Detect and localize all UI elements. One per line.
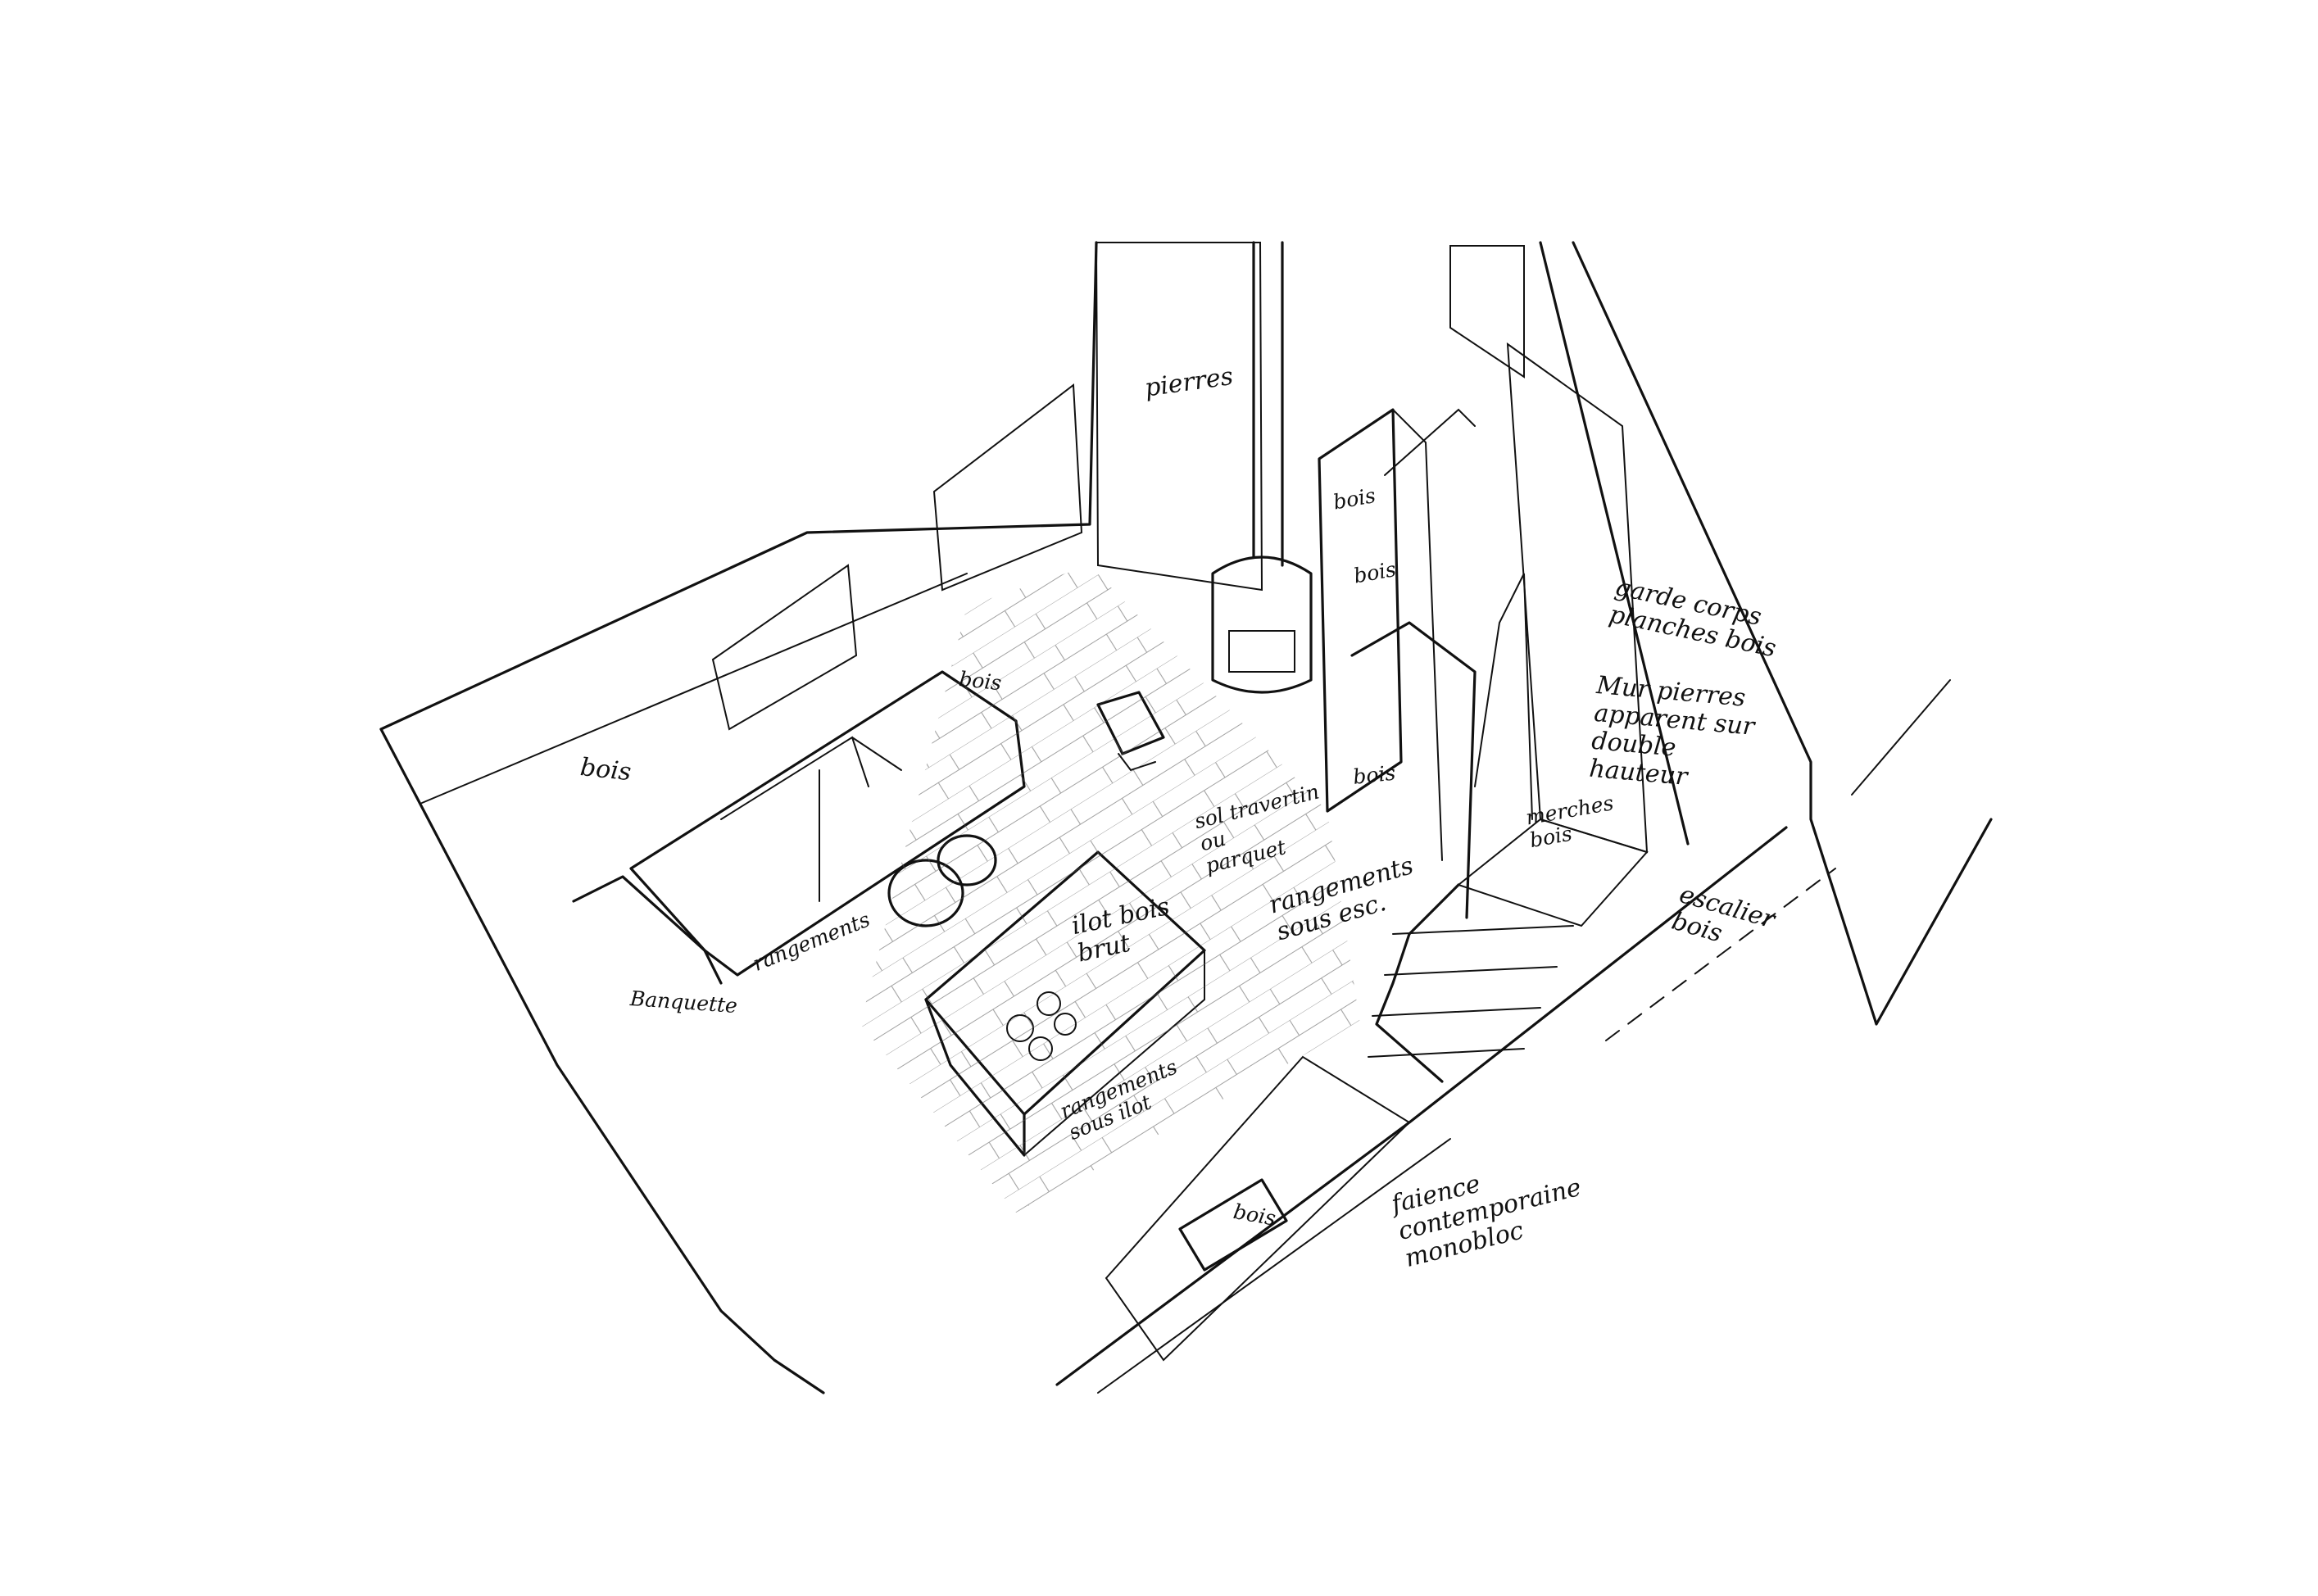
staircase [1368,573,1649,1083]
note-bois-sofa: bois [958,667,1003,696]
bathroom-tiles [1105,1055,1411,1362]
column-structure [1318,408,1477,919]
note-bois-left: bois [578,753,633,787]
note-mur-pierres: Mur pierres apparent sur double hauteur [1588,671,1756,791]
note-bois-column: bois [1351,760,1397,789]
window-right [1449,245,1525,379]
window-left [711,383,1083,731]
floor [860,565,1360,1213]
stove [1211,241,1313,694]
